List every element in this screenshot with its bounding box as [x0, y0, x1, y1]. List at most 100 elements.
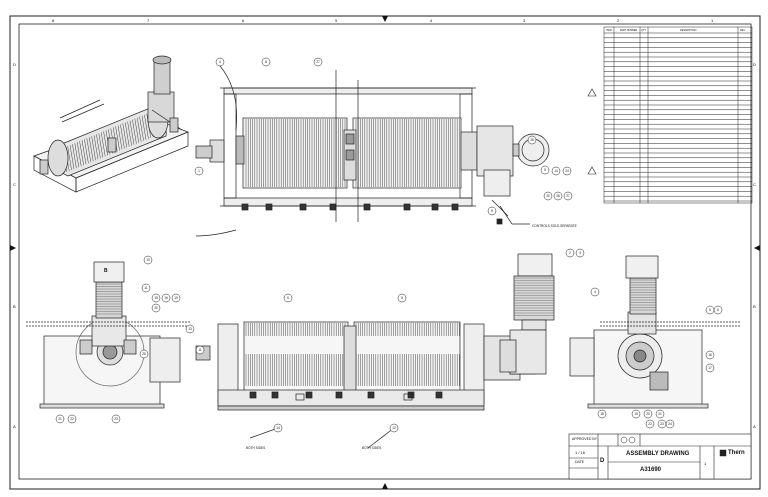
callout-balloon-right-end: 16: [705, 350, 715, 360]
svg-text:21: 21: [58, 417, 62, 421]
svg-text:9: 9: [491, 209, 493, 213]
isometric-view: [33, 55, 189, 193]
centering-marks: [10, 16, 760, 489]
svg-text:12: 12: [392, 426, 396, 430]
zone-letter: B: [753, 304, 756, 309]
bom-headers: ITEM PART NUMBER QTY DESCRIPTION REV: [606, 29, 745, 32]
callout-balloon-left-end: 16: [161, 293, 171, 303]
svg-text:18: 18: [600, 412, 604, 416]
front-view: [195, 321, 537, 449]
callout-balloon-top: 27: [313, 57, 323, 67]
top-view: [195, 65, 550, 237]
bom-header: ITEM: [606, 29, 612, 32]
motor-view: [499, 253, 555, 375]
zone-number: 4: [430, 18, 433, 23]
callout-balloon-top: 24: [562, 166, 572, 176]
svg-text:5: 5: [544, 168, 546, 172]
callout-balloon-top: 27: [563, 191, 573, 201]
svg-text:13: 13: [188, 327, 192, 331]
svg-text:8: 8: [265, 60, 267, 64]
zone-number: 3: [523, 18, 526, 23]
callout-balloon-left-end: 20: [151, 303, 161, 313]
svg-text:23: 23: [660, 422, 664, 426]
svg-text:1: 1: [198, 169, 200, 173]
callout-balloon-motor: 3: [575, 248, 585, 258]
svg-text:20: 20: [546, 194, 550, 198]
callout-balloon-right-end: 20: [643, 409, 653, 419]
callout-balloon-motor: 2: [565, 248, 575, 258]
zone-letter: A: [753, 424, 756, 429]
sheet-number: 1: [704, 461, 707, 466]
callout-balloon-right-end: 24: [665, 419, 675, 429]
callout-balloon-right-end: 6: [713, 305, 723, 315]
svg-text:14: 14: [276, 426, 280, 430]
zone-letter: A: [13, 424, 16, 429]
svg-text:20: 20: [154, 306, 158, 310]
bill-of-materials: [603, 26, 753, 204]
svg-text:14: 14: [554, 169, 558, 173]
callout-balloon-top: 1: [194, 166, 204, 176]
callout-balloon-front: 13: [185, 324, 195, 334]
bom-header: QTY: [641, 29, 646, 32]
callout-balloon-front: 5: [397, 293, 407, 303]
callout-balloon-front: 12: [389, 423, 399, 433]
svg-text:26: 26: [556, 194, 560, 198]
svg-text:21: 21: [658, 412, 662, 416]
svg-text:16: 16: [164, 296, 168, 300]
zone-number: 6: [242, 18, 245, 23]
callout-balloon-top: 14: [551, 166, 561, 176]
svg-text:4: 4: [594, 290, 596, 294]
svg-text:15: 15: [154, 296, 158, 300]
zone-number: 8: [52, 18, 55, 23]
svg-text:24: 24: [668, 422, 672, 426]
zone-letter: C: [753, 182, 756, 187]
callout-balloon-right-end: 23: [657, 419, 667, 429]
svg-text:16: 16: [708, 353, 712, 357]
sheet-size: D: [600, 458, 605, 464]
bom-header: REV: [740, 29, 745, 32]
callout-balloon-front: 14: [273, 423, 283, 433]
svg-text:5: 5: [709, 308, 711, 312]
zone-letter: C: [13, 182, 16, 187]
svg-text:4: 4: [219, 60, 221, 64]
callout-balloon-left-end: 15: [151, 293, 161, 303]
left-end-view: [26, 261, 190, 409]
drawing-number: A31690: [640, 467, 662, 473]
zone-number: 7: [147, 18, 150, 23]
zone-letter: D: [753, 62, 756, 67]
both-sides-note: BOTH SIDES: [246, 446, 265, 450]
callout-balloon-front: 11: [195, 345, 205, 355]
bom-header: DESCRIPTION: [680, 29, 697, 32]
callout-balloon-top: 26: [553, 191, 563, 201]
svg-text:6: 6: [287, 296, 289, 300]
zone-number: 2: [617, 18, 620, 23]
inner-border: [18, 23, 752, 480]
callout-balloon-left-end: 22: [67, 414, 77, 424]
svg-text:10: 10: [146, 258, 150, 262]
callout-balloon-left-end: 11: [141, 283, 151, 293]
callout-balloon-top: 20: [543, 191, 553, 201]
zone-numbers-top: 8 7 6 5 4 3 2 1: [52, 18, 714, 23]
revision-triangles: [587, 88, 597, 175]
zone-letter: B: [13, 304, 16, 309]
callout-balloon-right-end: 5: [705, 305, 715, 315]
svg-text:17: 17: [708, 366, 712, 370]
svg-text:24: 24: [565, 169, 569, 173]
callout-balloon-top: 5: [540, 165, 550, 175]
svg-text:28: 28: [530, 138, 534, 142]
callout-balloon-right-end: 21: [655, 409, 665, 419]
svg-text:22: 22: [648, 422, 652, 426]
svg-text:23: 23: [114, 417, 118, 421]
svg-text:11: 11: [144, 286, 148, 290]
drawing-title: ASSEMBLY DRAWING: [626, 451, 690, 457]
svg-text:25: 25: [142, 352, 146, 356]
svg-text:27: 27: [316, 60, 320, 64]
svg-text:2: 2: [569, 251, 571, 255]
callout-balloon-right-end: 18: [597, 409, 607, 419]
right-end-view: [569, 255, 740, 409]
callout-balloon-left-end: 19: [171, 293, 181, 303]
svg-text:5: 5: [401, 296, 403, 300]
zone-letters-side: D C B A D C B A: [13, 62, 756, 429]
